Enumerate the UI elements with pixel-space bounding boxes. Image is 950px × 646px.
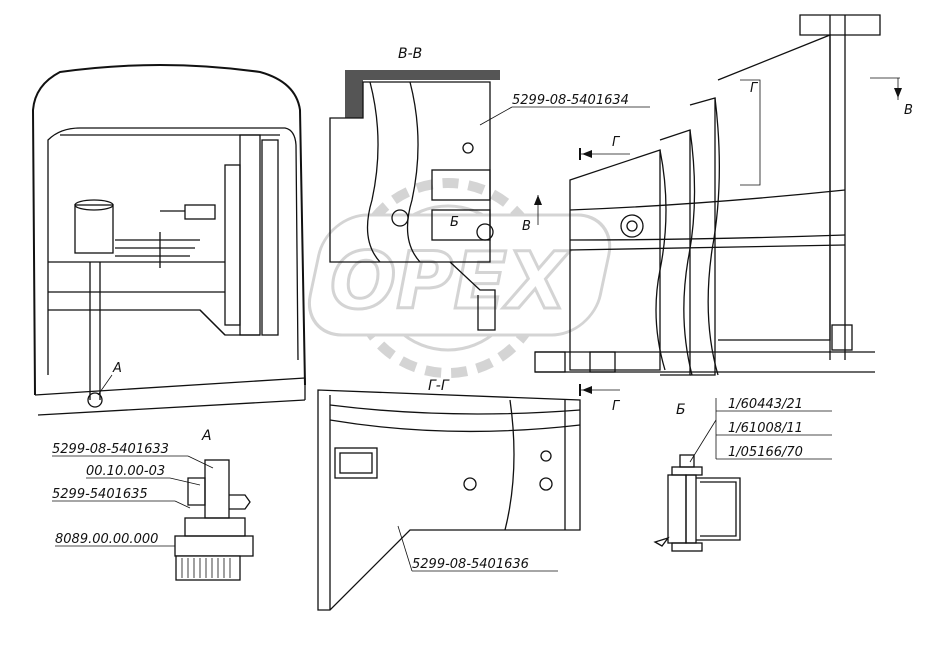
part-label-3: 00.10.00-03 xyxy=(86,464,165,479)
part-label-7: 1/60443/21 xyxy=(728,397,803,412)
view-a-title: А xyxy=(201,428,212,444)
watermark-text: OPEX xyxy=(330,237,571,327)
cab-view: А xyxy=(31,64,306,416)
section-bb: В-В Б 5299-08-5401634 xyxy=(329,46,650,331)
section-g-bottom: Г xyxy=(612,399,621,414)
right-assembly: Г Г Г В В xyxy=(522,14,913,414)
callout-a: А xyxy=(112,361,122,376)
part-label-9: 1/05166/70 xyxy=(728,445,803,460)
section-g-top: Г xyxy=(612,135,621,150)
part-label-1: 5299-08-5401634 xyxy=(512,93,629,108)
section-gg: Г-Г 5299-08-5401636 xyxy=(317,378,581,611)
section-bb-title: В-В xyxy=(398,46,422,62)
part-label-8: 1/61008/11 xyxy=(728,421,803,436)
part-label-5: 8089.00.00.000 xyxy=(55,532,158,547)
section-g-inside: Г xyxy=(750,81,759,96)
section-gg-title: Г-Г xyxy=(428,378,450,394)
view-b-title: Б xyxy=(676,402,686,418)
watermark-logo: OPEX xyxy=(307,178,612,378)
view-a: А 5299-08-5401633 00.10.00-03 5299-54016… xyxy=(52,428,254,581)
section-v-mid: В xyxy=(522,219,531,234)
callout-b: Б xyxy=(450,215,459,230)
part-label-6: 5299-08-5401636 xyxy=(412,557,529,572)
part-label-4: 5299-5401635 xyxy=(52,487,148,502)
section-v-right: В xyxy=(904,103,913,118)
part-label-2: 5299-08-5401633 xyxy=(52,442,169,457)
view-b: Б 1/60443/21 1/61008/11 1/05166/70 xyxy=(653,397,832,552)
